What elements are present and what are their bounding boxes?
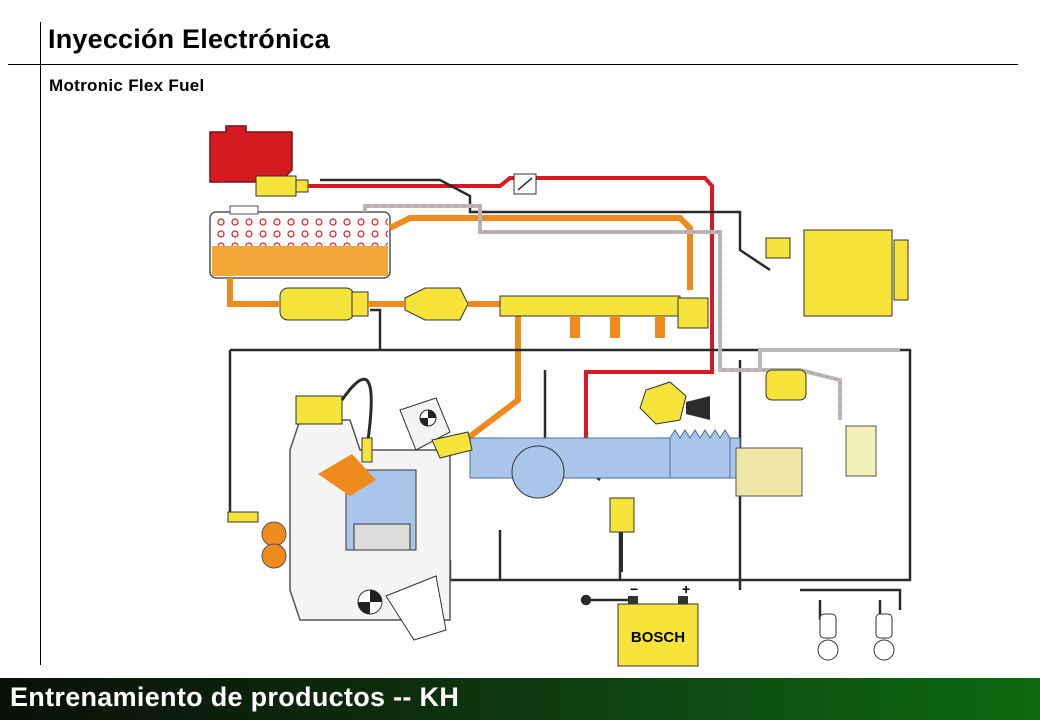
ignition-coil [295, 377, 373, 463]
fuel-tank [209, 205, 391, 279]
lambda-sensor [227, 511, 259, 523]
ecu-unit [765, 229, 909, 317]
relay-box [513, 173, 537, 195]
intake-temp-sensor [609, 497, 635, 572]
canister-purge-valve [765, 369, 807, 401]
battery-minus: − [630, 581, 638, 597]
carbon-canister [845, 425, 877, 477]
camshaft-sensor [399, 397, 451, 451]
fuel-rail [499, 295, 709, 338]
page-title: Inyección Electrónica [48, 24, 330, 54]
fuel-pump [279, 287, 369, 321]
fuel-filter [404, 287, 469, 321]
ethanol-pump [255, 175, 309, 197]
throttle-actuator [639, 381, 710, 425]
fuel-injector [431, 431, 473, 459]
footer-bar: Entrenamiento de productos -- KH [0, 678, 1040, 720]
fuel-injection-diagram: BOSCH − + [209, 125, 912, 667]
horizontal-rule [8, 64, 1018, 65]
battery: BOSCH − + [617, 581, 699, 667]
footer-text: Entrenamiento de productos -- KH [10, 682, 460, 712]
red-hoses [220, 176, 714, 450]
battery-label: BOSCH [631, 629, 685, 646]
ethanol-tank [209, 125, 293, 183]
fuse-1 [817, 613, 839, 661]
intake-duct [469, 429, 803, 499]
vertical-rule [40, 22, 41, 665]
battery-plus: + [682, 581, 690, 597]
purge-dots [364, 205, 841, 420]
battery-cables [580, 594, 628, 606]
page-subtitle: Motronic Flex Fuel [49, 76, 205, 95]
engine-block [261, 419, 451, 641]
fuse-2 [873, 613, 895, 661]
orange-hoses [227, 215, 693, 441]
